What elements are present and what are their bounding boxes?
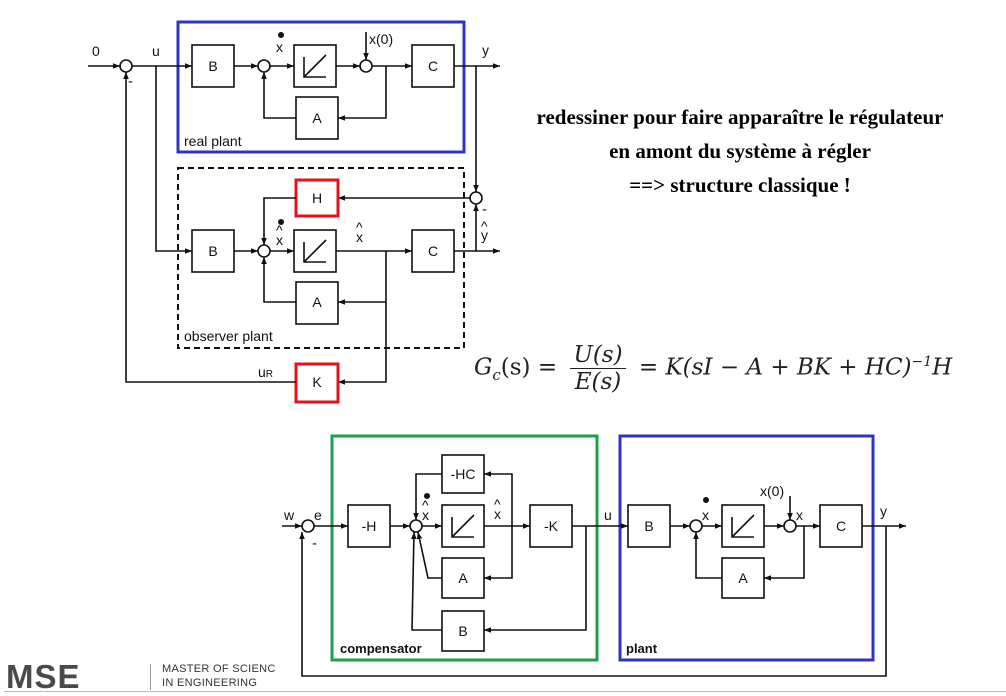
formula-lhs-sub: c (492, 366, 501, 385)
label-xhatdot-bottom: x (422, 507, 429, 523)
block-label-B-plant: B (644, 518, 653, 534)
footer-rule (4, 691, 1006, 692)
block-A-real (295, 96, 339, 140)
label-y-top: y (482, 42, 489, 58)
mse-logo: MSE (6, 658, 81, 695)
label-y-bottom: y (880, 503, 887, 519)
block-label-A-plant: A (738, 570, 748, 586)
formula-fraction: U(s) E(s) (570, 342, 626, 395)
sum-node-xhatdot (257, 244, 271, 258)
label-uR: uR (258, 364, 273, 380)
block-label-B1: B (208, 58, 217, 74)
block-B-real (191, 44, 235, 88)
formula-rhs-end: H (932, 354, 953, 381)
formula-lhs: G (474, 354, 493, 381)
formula-rhs: = K(sI − A + BK + HC) (638, 354, 912, 381)
real-plant-frame (176, 20, 466, 154)
sum-node-w (301, 519, 315, 533)
block-label-C2: C (428, 243, 438, 259)
sum-node-plant-x0 (783, 519, 797, 533)
note-line-2: en amont du système à régler (609, 139, 871, 163)
block-label-A-comp: A (458, 570, 468, 586)
label-zero: 0 (92, 43, 100, 59)
label-x0-bottom: x(0) (760, 483, 784, 499)
block-A-plant (721, 557, 765, 599)
formula-rhs-sup: −1 (911, 353, 933, 370)
label-hat-5: ^ (494, 496, 501, 512)
block-label-B-comp: B (458, 623, 467, 639)
label-xhat-bottom: x (494, 506, 501, 522)
label-xdot-bottom: x (702, 507, 709, 523)
logo-subtitle-line-2: IN ENGINEERING (162, 677, 258, 689)
compensator-frame (330, 434, 599, 662)
label-xhat-top: x (356, 229, 363, 245)
formula-lhs-arg: (s) = (500, 354, 558, 381)
label-hat-3: ^ (481, 218, 488, 234)
observer-plant-frame (177, 167, 465, 349)
label-hat-2: ^ (356, 219, 363, 235)
label-xdot-top: x (276, 39, 283, 55)
block-label-C1: C (428, 58, 438, 74)
logo-subtitle-line-1: MASTER OF SCIENC (162, 663, 276, 675)
block-minusHC (441, 454, 485, 494)
sum-node-plant (689, 519, 703, 533)
label-minus-top-1: - (128, 73, 133, 90)
block-B-comp (441, 610, 485, 652)
transfer-function-formula: Gc(s) = U(s) E(s) = K(sI − A + BK + HC)−… (474, 342, 952, 395)
label-e: e (314, 507, 322, 523)
block-label-mHC: -HC (451, 466, 476, 482)
block-minusH (347, 504, 391, 548)
block-label-A2: A (312, 294, 322, 310)
frame-label-observer-plant: observer plant (184, 328, 273, 344)
label-x0-top: x(0) (369, 31, 393, 47)
label-hat-4: ^ (422, 497, 429, 513)
note-line-1: redessiner pour faire apparaître le régu… (536, 105, 944, 129)
block-A-observer (295, 281, 339, 325)
block-C-observer (411, 229, 455, 273)
block-label-H: H (312, 190, 322, 206)
block-minusK (529, 504, 573, 548)
block-label-mK: -K (544, 518, 559, 534)
label-hat-1: ^ (276, 222, 283, 238)
label-yhat-top: y (481, 227, 488, 243)
block-label-C-plant: C (836, 518, 846, 534)
sum-node-comp (409, 519, 423, 533)
block-H (294, 178, 340, 218)
sum-node-x0 (359, 59, 373, 73)
formula-numerator: U(s) (570, 342, 626, 369)
logo-divider (150, 664, 151, 690)
block-label-K: K (312, 374, 322, 390)
label-u-top: u (152, 43, 160, 59)
block-A-comp (441, 557, 485, 599)
label-minus-bottom: - (312, 535, 317, 552)
block-label-mH: -H (362, 518, 377, 534)
plant-frame (618, 434, 875, 662)
block-label-A1: A (312, 110, 322, 126)
label-minus-top-2: - (482, 201, 487, 218)
logo-subtitle: MASTER OF SCIENC IN ENGINEERING (162, 662, 276, 690)
frame-label-real-plant: real plant (184, 133, 242, 149)
annotation-note: redessiner pour faire apparaître le régu… (480, 100, 1000, 202)
formula-denominator: E(s) (574, 369, 622, 395)
block-K (294, 362, 340, 404)
frame-label-compensator: compensator (340, 641, 422, 656)
label-xhatdot-top: x (276, 232, 283, 248)
label-u-bottom: u (604, 507, 612, 523)
label-x-bottom: x (796, 507, 803, 523)
block-label-B2: B (208, 243, 217, 259)
label-w: w (283, 507, 295, 523)
sum-node-xdot (257, 59, 271, 73)
frame-label-plant: plant (626, 641, 658, 656)
sum-node-input (119, 59, 133, 73)
block-B-plant (627, 504, 671, 548)
note-line-3: ==> structure classique ! (629, 173, 851, 197)
